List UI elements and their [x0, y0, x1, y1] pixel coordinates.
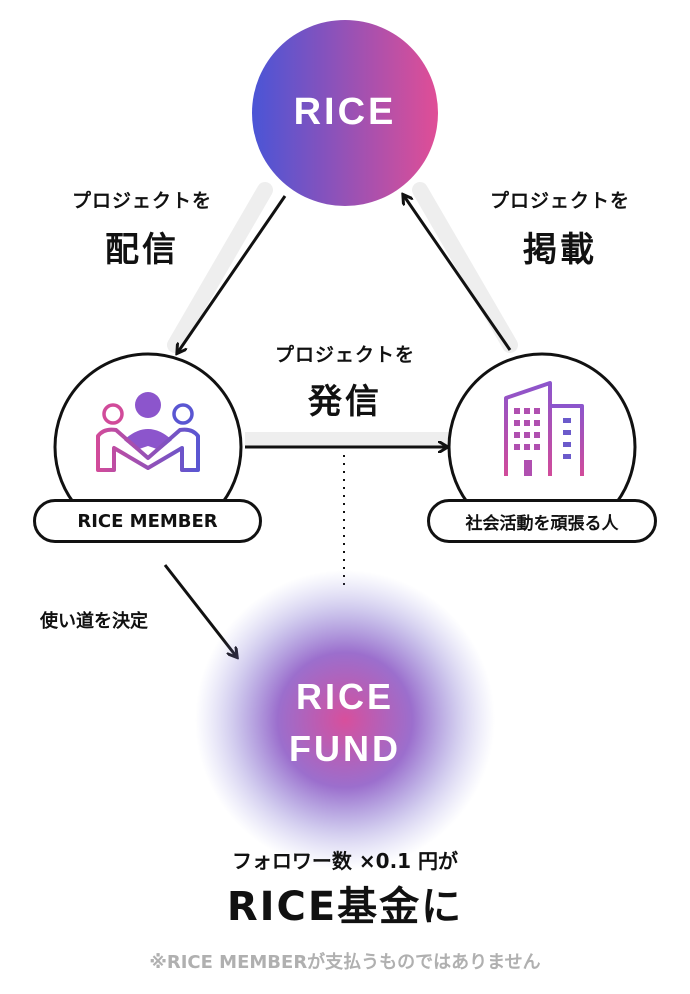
connector-shadows — [167, 182, 518, 448]
fund-headline: RICE基金に — [226, 884, 464, 930]
distribute-label-small: プロジェクトを — [71, 190, 213, 212]
publish-label-big: 掲載 — [523, 230, 597, 270]
arrow-rice-to-member — [178, 195, 287, 352]
people-group-icon — [96, 392, 200, 472]
rice-node — [252, 20, 438, 206]
rice-fund-glow — [195, 570, 495, 870]
member-pill: RICE MEMBER — [33, 499, 262, 543]
distribute-label-big: 配信 — [105, 230, 179, 270]
disclaimer-note: ※RICE MEMBERが支払うものではありません — [149, 952, 541, 973]
usage-label: 使い道を決定 — [40, 611, 148, 632]
office-building-icon — [500, 381, 588, 478]
rice-fund-title-line2: FUND — [289, 728, 401, 769]
social-pill: 社会活動を頑張る人 — [427, 499, 657, 543]
rice-fund-title-line1: RICE — [295, 676, 395, 717]
arrow-social-to-rice — [404, 196, 512, 351]
announce-label-big: 発信 — [308, 382, 382, 422]
formula-text: フォロワー数 ×0.1 円が — [231, 849, 459, 873]
rice-title: RICE — [293, 91, 397, 133]
social-pill-label: 社会活動を頑張る人 — [465, 513, 619, 534]
publish-label-small: プロジェクトを — [489, 190, 631, 212]
announce-label-small: プロジェクトを — [274, 344, 416, 366]
member-pill-label: RICE MEMBER — [77, 510, 218, 532]
